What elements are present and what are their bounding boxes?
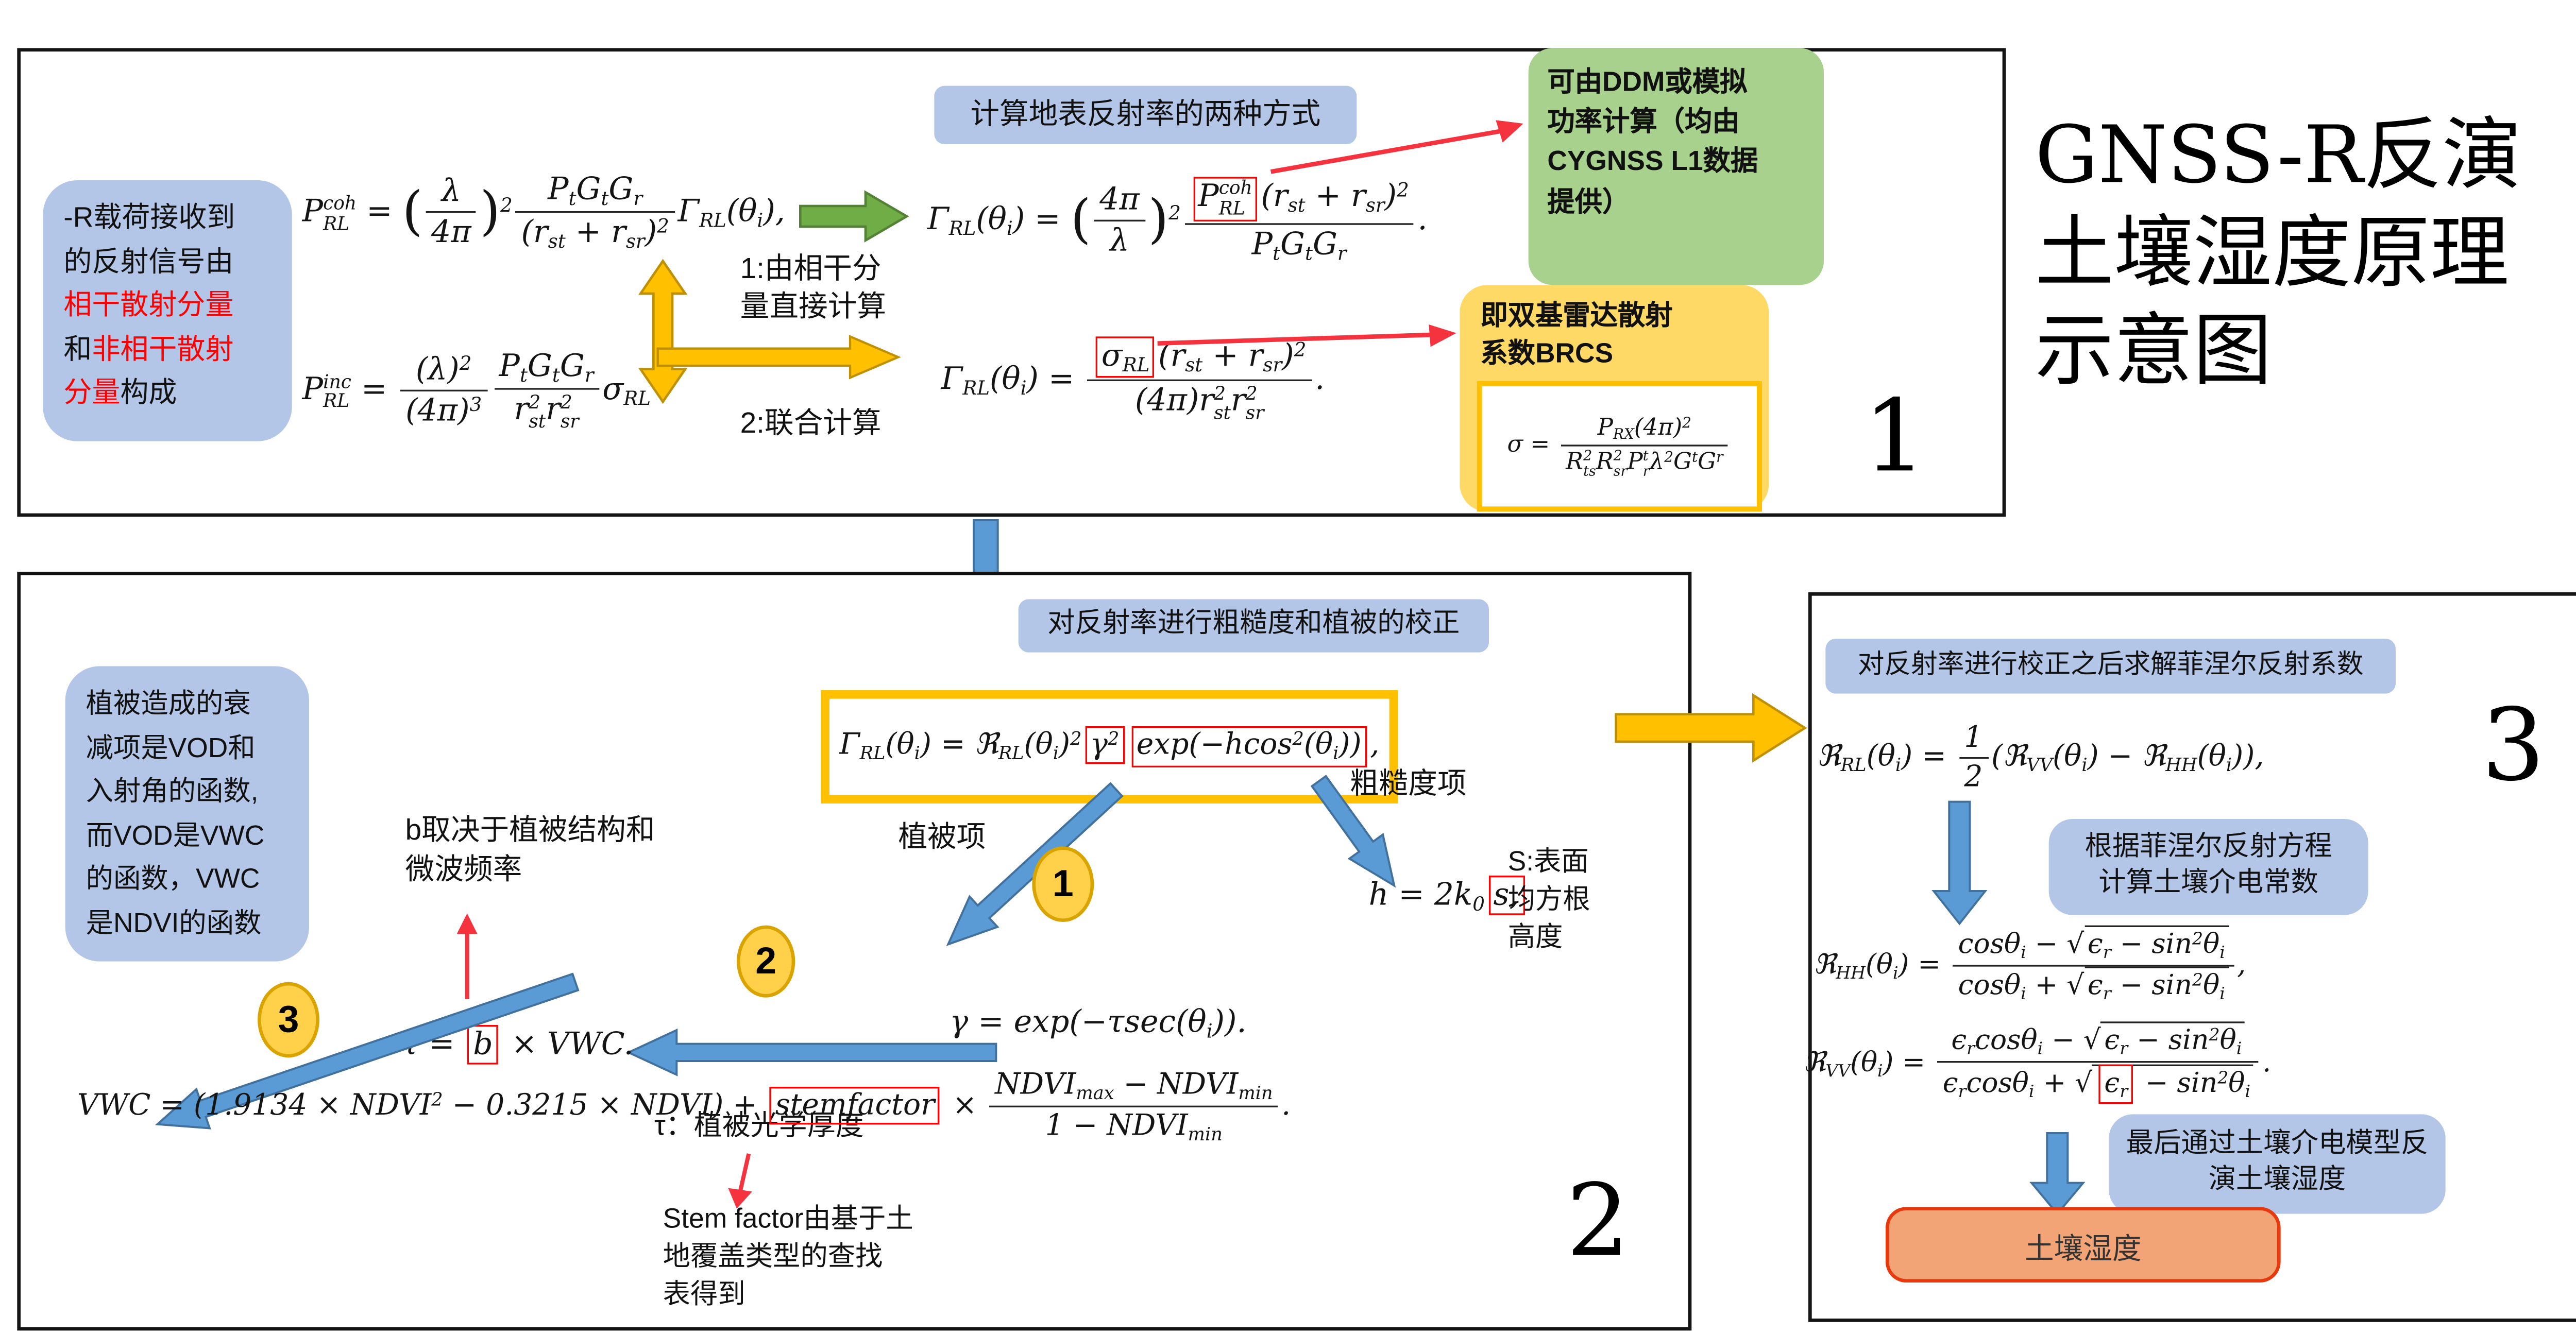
yellow-right-arrow-icon <box>656 335 901 380</box>
formula-gamma: γ = exp(−τsec(θi)). <box>950 1004 1247 1043</box>
flow-arrow-fresnel-icon <box>1931 800 1988 926</box>
panel3-fresnel-note: 根据菲涅尔反射方程计算土壤介电常数 <box>2048 818 2368 915</box>
panel3-final-note-text: 最后通过土壤介电模型反演土壤湿度 <box>2126 1130 2429 1195</box>
red-arrow-b-icon <box>456 913 478 999</box>
step-circle-1-text: 1 <box>1052 862 1074 905</box>
flow-arrow-to-result-icon <box>2029 1132 2086 1216</box>
flow-arrow-to-vwc-icon <box>155 972 580 1130</box>
section-number-1: 1 <box>1863 378 1927 494</box>
panel2-header-text: 对反射率进行粗糙度和植被的校正 <box>1047 609 1460 639</box>
formula-vwc: VWC = (1.9134 × NDVI2 − 0.3215 × NDVI) +… <box>77 1068 1291 1146</box>
label-vegetation-term: 植被项 <box>898 820 986 853</box>
red-arrow-stemfactor-icon <box>728 1153 752 1209</box>
panel1-brcs-note-text: 即双基雷达散射系数BRCS <box>1480 302 1673 369</box>
panel3-final-note: 最后通过土壤介电模型反演土壤湿度 <box>2109 1114 2446 1214</box>
step-circle-2-text: 2 <box>755 939 777 982</box>
green-right-arrow-icon <box>799 190 909 243</box>
result-soil-moisture-text: 土壤湿度 <box>2024 1232 2142 1264</box>
flow-arrow-to-roughness-icon <box>1310 775 1396 888</box>
red-arrow-to-ddm-icon <box>1270 120 1523 174</box>
label-tau-definition: τ：植被光学厚度 <box>654 1110 864 1142</box>
double-arrow-icon <box>638 259 688 404</box>
step-circle-3: 3 <box>257 982 319 1058</box>
result-soil-moisture-box: 土壤湿度 <box>1885 1207 2281 1282</box>
panel1-method-title-text: 计算地表反射率的两种方式 <box>970 97 1321 131</box>
label-roughness-term: 粗糙度项 <box>1349 767 1467 800</box>
page-title-line-2: 土壤湿度原理 <box>2035 206 2509 299</box>
step-circle-1: 1 <box>1032 846 1094 922</box>
panel1-method-title: 计算地表反射率的两种方式 <box>934 85 1357 144</box>
flow-arrow-panel2-to-panel3-icon <box>1615 693 1807 763</box>
formula-tau: τ = b × VWC. <box>402 1024 634 1065</box>
red-arrow-to-brcs-icon <box>1157 324 1456 347</box>
panel3-header: 对反射率进行校正之后求解菲涅尔反射系数 <box>1825 638 2396 694</box>
note-rms-height: S:表面均方根高度 <box>1507 848 1590 953</box>
label-method-1: 1:由相干分量直接计算 <box>740 252 886 323</box>
panel3-header-text: 对反射率进行校正之后求解菲涅尔反射系数 <box>1857 651 2364 680</box>
label-method-2: 2:联合计算 <box>740 406 882 440</box>
page-title-line-3: 示意图 <box>2035 304 2272 397</box>
flow-arrow-to-tau-icon <box>626 1028 997 1076</box>
panel3-fresnel-note-text: 根据菲涅尔反射方程计算土壤介电常数 <box>2084 833 2332 898</box>
page-title: GNSS-R反演 土壤湿度原理 示意图 <box>2035 107 2521 400</box>
page-title-line-1: GNSS-R反演 <box>2035 108 2521 201</box>
section-number-3: 3 <box>2481 687 2545 803</box>
section-number-2: 2 <box>1566 1162 1630 1279</box>
panel1-signal-note-text: -R载荷接收到的反射信号由相干散射分量和非相干散射分量构成 <box>63 202 235 409</box>
panel2-header: 对反射率进行粗糙度和植被的校正 <box>1018 599 1489 653</box>
note-stem-factor: Stem factor由基于土地覆盖类型的查找表得到 <box>663 1205 913 1310</box>
note-b-parameter: b取决于植被结构和微波频率 <box>405 813 655 887</box>
flow-arrow-to-vegetation-icon <box>946 782 1124 946</box>
panel1-signal-note: -R载荷接收到的反射信号由相干散射分量和非相干散射分量构成 <box>43 180 292 441</box>
step-circle-2: 2 <box>736 925 795 998</box>
step-circle-3-text: 3 <box>278 997 299 1040</box>
